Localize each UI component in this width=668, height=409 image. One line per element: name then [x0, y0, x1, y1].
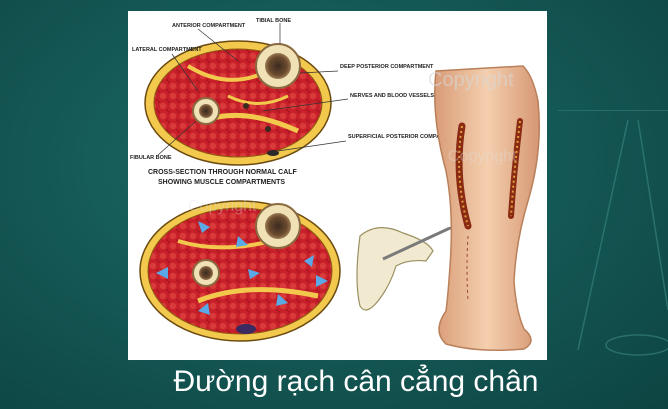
label-anterior: ANTERIOR COMPARTMENT — [172, 23, 246, 29]
cross-section-caption-line1: CROSS-SECTION THROUGH NORMAL CALF — [148, 169, 298, 176]
label-nerves: NERVES AND BLOOD VESSELS — [350, 93, 434, 99]
illustration-svg: ANTERIOR COMPARTMENT TIBIAL BONE LATERAL… — [130, 18, 540, 351]
leg-with-incisions — [434, 65, 540, 351]
slide-decoration — [558, 110, 668, 356]
watermark: Copyright — [448, 148, 517, 165]
label-fibular: FIBULAR BONE — [130, 155, 172, 161]
cross-section-caption-line2: SHOWING MUSCLE COMPARTMENTS — [158, 179, 285, 186]
pressure-arrows — [156, 221, 328, 315]
label-deep-posterior: DEEP POSTERIOR COMPARTMENT — [340, 64, 434, 70]
swollen-cross-section — [139, 200, 341, 342]
label-superficial-posterior: SUPERFICIAL POSTERIOR COMPARTMENT — [348, 134, 464, 140]
label-lateral: LATERAL COMPARTMENT — [132, 47, 202, 53]
slide-caption: Đường rạch cân cẳng chân — [173, 365, 539, 398]
watermark: Copyright — [428, 69, 514, 91]
leader-lines — [157, 23, 349, 156]
label-tibial: TIBIAL BONE — [256, 18, 291, 24]
medical-illustration: ANTERIOR COMPARTMENT TIBIAL BONE LATERAL… — [128, 11, 547, 360]
watermark: Copyright — [188, 198, 257, 215]
normal-cross-section — [144, 40, 332, 166]
